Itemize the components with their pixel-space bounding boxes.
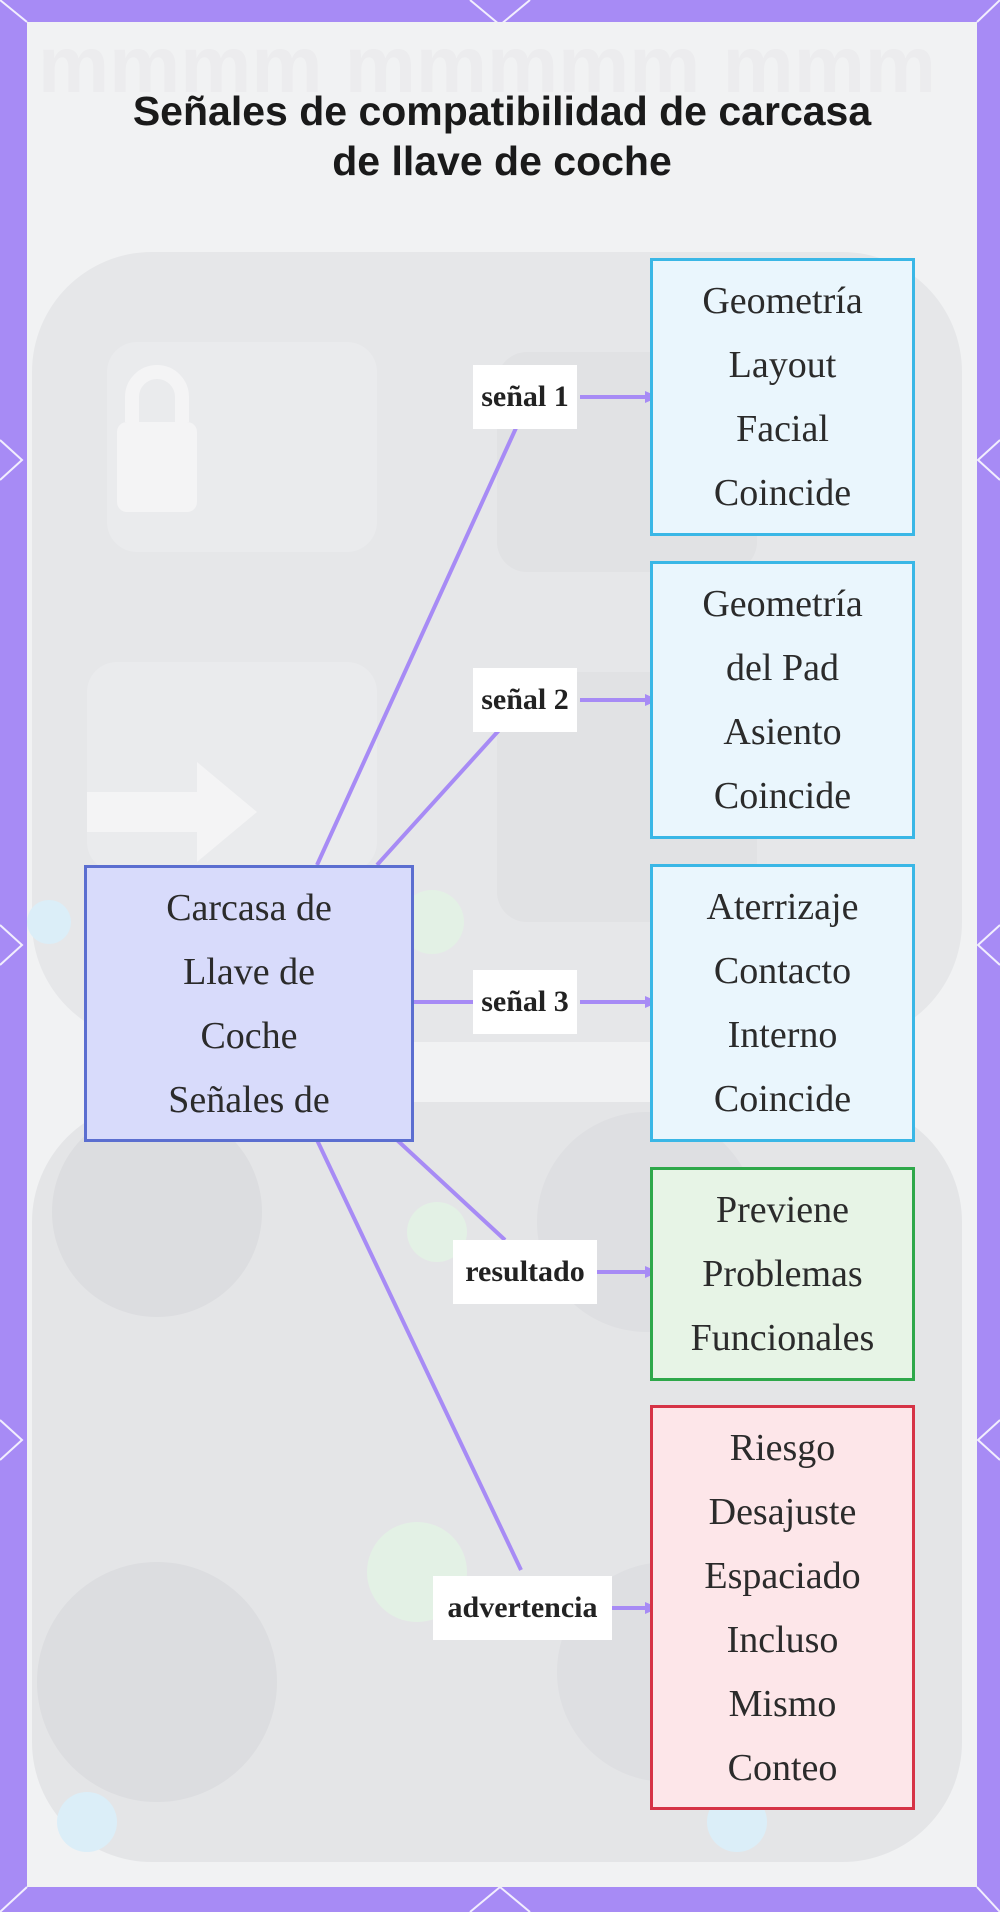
node-warning: Riesgo Desajuste Espaciado Incluso Mismo…: [650, 1405, 915, 1810]
signal3-line-2: Contacto: [713, 950, 852, 992]
node-signal-1: Geometría Layout Facial Coincide: [650, 258, 915, 536]
signal1-line-2: Layout: [728, 344, 837, 386]
warning-line-1: Riesgo: [729, 1426, 836, 1469]
edge-label-result: resultado: [453, 1240, 597, 1304]
result-line-3: Funcionales: [690, 1317, 875, 1359]
edge-label-signal-2: señal 2: [473, 668, 577, 732]
warning-line-5: Mismo: [728, 1682, 837, 1725]
edge-label-warning: advertencia: [433, 1576, 612, 1640]
signal3-line-3: Interno: [727, 1014, 838, 1056]
node-result: Previene Problemas Funcionales: [650, 1167, 915, 1381]
signal2-line-4: Coincide: [713, 775, 852, 817]
node-signal-2: Geometría del Pad Asiento Coincide: [650, 561, 915, 839]
center-line-2: Llave de: [183, 950, 315, 993]
signal2-line-3: Asiento: [723, 711, 842, 753]
edge-center-signal1: [315, 416, 523, 866]
node-signal-3: Aterrizaje Contacto Interno Coincide: [650, 864, 915, 1142]
center-line-3: Coche: [200, 1014, 298, 1057]
edge-center-warning: [315, 1139, 523, 1571]
edge-label-signal-1: señal 1: [473, 365, 577, 429]
svg-text:mmmm mmmmm mmm: mmmm mmmmm mmm: [38, 22, 936, 109]
diagram-edges: [315, 391, 659, 1614]
warning-line-2: Desajuste: [708, 1490, 857, 1533]
warning-line-3: Espaciado: [704, 1554, 861, 1597]
warning-line-6: Conteo: [727, 1746, 838, 1789]
node-center: Carcasa de Llave de Coche Señales de: [84, 865, 414, 1142]
warning-line-4: Incluso: [726, 1618, 839, 1661]
result-line-2: Problemas: [702, 1253, 863, 1295]
edge-label-signal-3: señal 3: [473, 970, 577, 1034]
signal2-line-1: Geometría: [702, 583, 863, 625]
signal1-line-4: Coincide: [713, 472, 852, 514]
edge-center-signal2: [375, 726, 503, 867]
title-line-2: de llave de coche: [332, 138, 672, 184]
signal3-line-4: Coincide: [713, 1078, 852, 1120]
result-line-1: Previene: [716, 1189, 849, 1231]
diagram-card: mmmm mmmmm mmm Señales de compatibilidad…: [27, 22, 977, 1887]
signal1-line-3: Facial: [736, 408, 829, 450]
signal2-line-2: del Pad: [726, 647, 839, 689]
center-line-1: Carcasa de: [166, 886, 332, 929]
signal3-line-1: Aterrizaje: [706, 886, 859, 928]
center-line-4: Señales de: [168, 1078, 330, 1121]
diagram-title: Señales de compatibilidad de carcasa de …: [27, 86, 977, 186]
edge-center-result: [395, 1138, 507, 1242]
title-line-1: Señales de compatibilidad de carcasa: [132, 88, 872, 134]
signal1-line-1: Geometría: [702, 280, 863, 322]
